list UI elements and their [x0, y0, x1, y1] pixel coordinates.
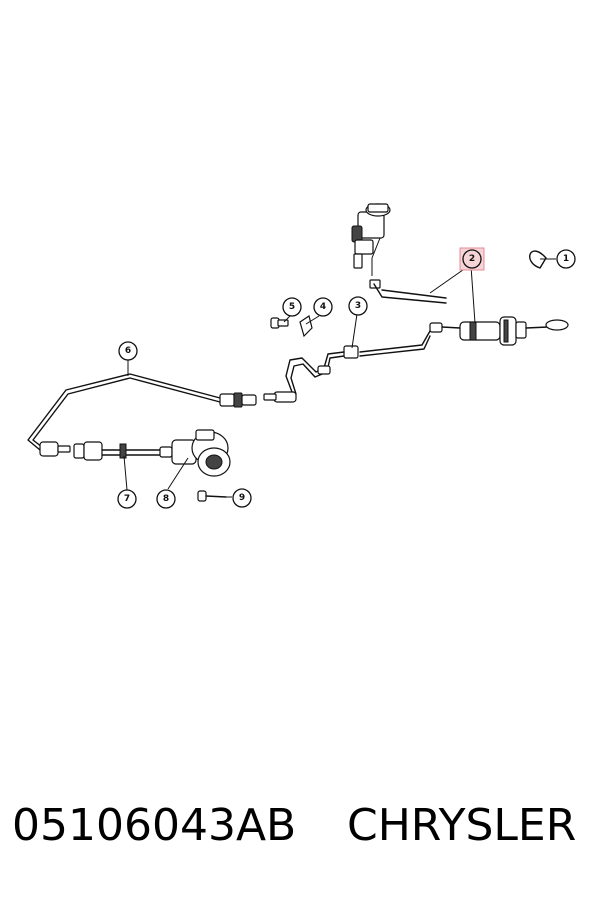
callout-9: 9	[232, 488, 252, 508]
callout-6: 6	[118, 341, 138, 361]
brand-name: CHRYSLER	[347, 800, 577, 851]
callout-2-label: 2	[469, 254, 475, 264]
callout-5-label: 5	[289, 302, 295, 312]
callout-3-label: 3	[355, 301, 361, 311]
clutch-master-cylinder	[369, 279, 569, 346]
callout-2[interactable]: 2	[459, 247, 485, 271]
callout-7-label: 7	[124, 494, 130, 504]
hydraulic-line-part-3	[263, 330, 431, 403]
clip-part-1	[529, 250, 556, 269]
callout-7: 7	[117, 489, 137, 509]
callout-4: 4	[313, 297, 333, 317]
callout-6-label: 6	[125, 346, 131, 356]
bracket-part-4	[299, 315, 313, 338]
leader-lines	[123, 264, 476, 498]
callout-3: 3	[348, 296, 368, 316]
bolt-part-9	[197, 490, 227, 502]
footer: 05106043AB CHRYSLER	[0, 800, 600, 860]
callout-8-label: 8	[163, 494, 169, 504]
fastener-part-5	[270, 317, 289, 329]
callout-1: 1	[556, 249, 576, 269]
part-number: 05106043AB	[12, 800, 297, 851]
callout-8: 8	[156, 489, 176, 509]
slave-cylinder-part-8	[171, 429, 231, 477]
callout-1-label: 1	[563, 254, 569, 264]
callout-4-label: 4	[320, 302, 326, 312]
fitting-part-7	[73, 441, 173, 461]
hydraulic-line-part-6	[27, 373, 257, 457]
callout-5: 5	[282, 297, 302, 317]
fluid-reservoir	[351, 203, 391, 276]
callout-9-label: 9	[239, 493, 245, 503]
